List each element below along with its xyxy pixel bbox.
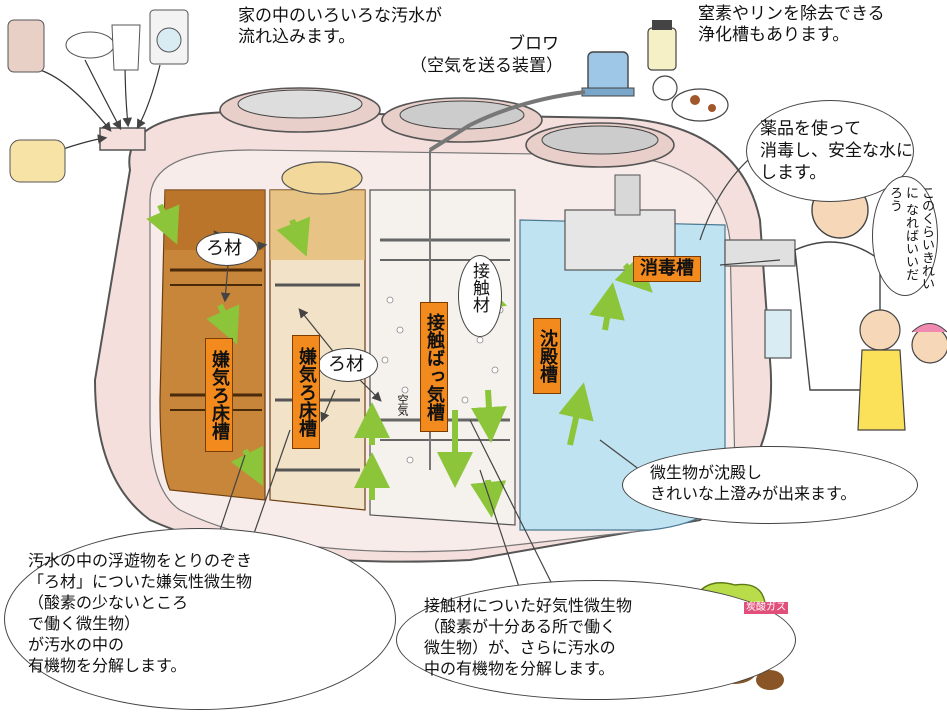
tank-label-anaerobic-2: 嫌気ろ床槽 <box>292 335 320 449</box>
filter-media-bubble-1 <box>196 232 258 266</box>
chemical-bottle-icon <box>647 20 677 71</box>
dog-icon <box>652 75 729 122</box>
filter-media-bubble-2 <box>318 348 378 382</box>
settle-annotation: 微生物が沈殿し きれいな上澄みが出来ます。 <box>650 463 857 503</box>
contact-media-label: 接触材 <box>469 262 489 313</box>
anaerobic-bubble <box>4 528 396 710</box>
inflow-annotation: 家の中のいろいろな汚水が 流れ込みます。 <box>238 6 442 47</box>
scientist-speech: このくらいきれいに なればいいだろう <box>887 186 934 290</box>
gas-label: 炭酸ガス <box>744 602 788 614</box>
house-fixtures <box>7 9 189 183</box>
tank-label-disinfection: 消毒槽 <box>633 256 701 282</box>
speech-bubble <box>872 176 938 296</box>
filter-media-label-1: ろ材 <box>206 238 242 259</box>
inflow-pipe <box>39 59 161 151</box>
children-icon <box>857 309 947 431</box>
contact-media-bubble <box>458 255 502 337</box>
aerobic-bubble <box>396 580 796 700</box>
air-label: 空気 <box>396 394 409 416</box>
blower-name: ブロワ <box>508 34 559 54</box>
blower <box>428 51 635 152</box>
anaerobic-annotation: 汚水の中の浮遊物をとりのぞき 「ろ材」についた嫌気性微生物 （酸素の少ないところ… <box>28 551 253 675</box>
manhole-covers <box>219 87 675 168</box>
disinfect-annotation: 薬品を使って 消毒し、安全な水に します。 <box>760 119 913 183</box>
settle-bubble <box>622 446 918 524</box>
tank-label-anaerobic-1: 嫌気ろ床槽 <box>205 338 233 452</box>
aerobic-annotation: 接触材についた好気性微生物 （酸素が十分ある所で働く 微生物）が、さらに汚水の … <box>424 596 633 678</box>
tank-label-aeration: 接触ばっ気槽 <box>420 302 448 432</box>
nitrogen-annotation: 窒素やリンを除去できる 浄化槽もあります。 <box>698 4 885 45</box>
tank-label-settling: 沈殿槽 <box>533 318 561 394</box>
blower-description: （空気を送る装置） <box>410 56 563 76</box>
filter-media-label-2: ろ材 <box>328 354 364 375</box>
